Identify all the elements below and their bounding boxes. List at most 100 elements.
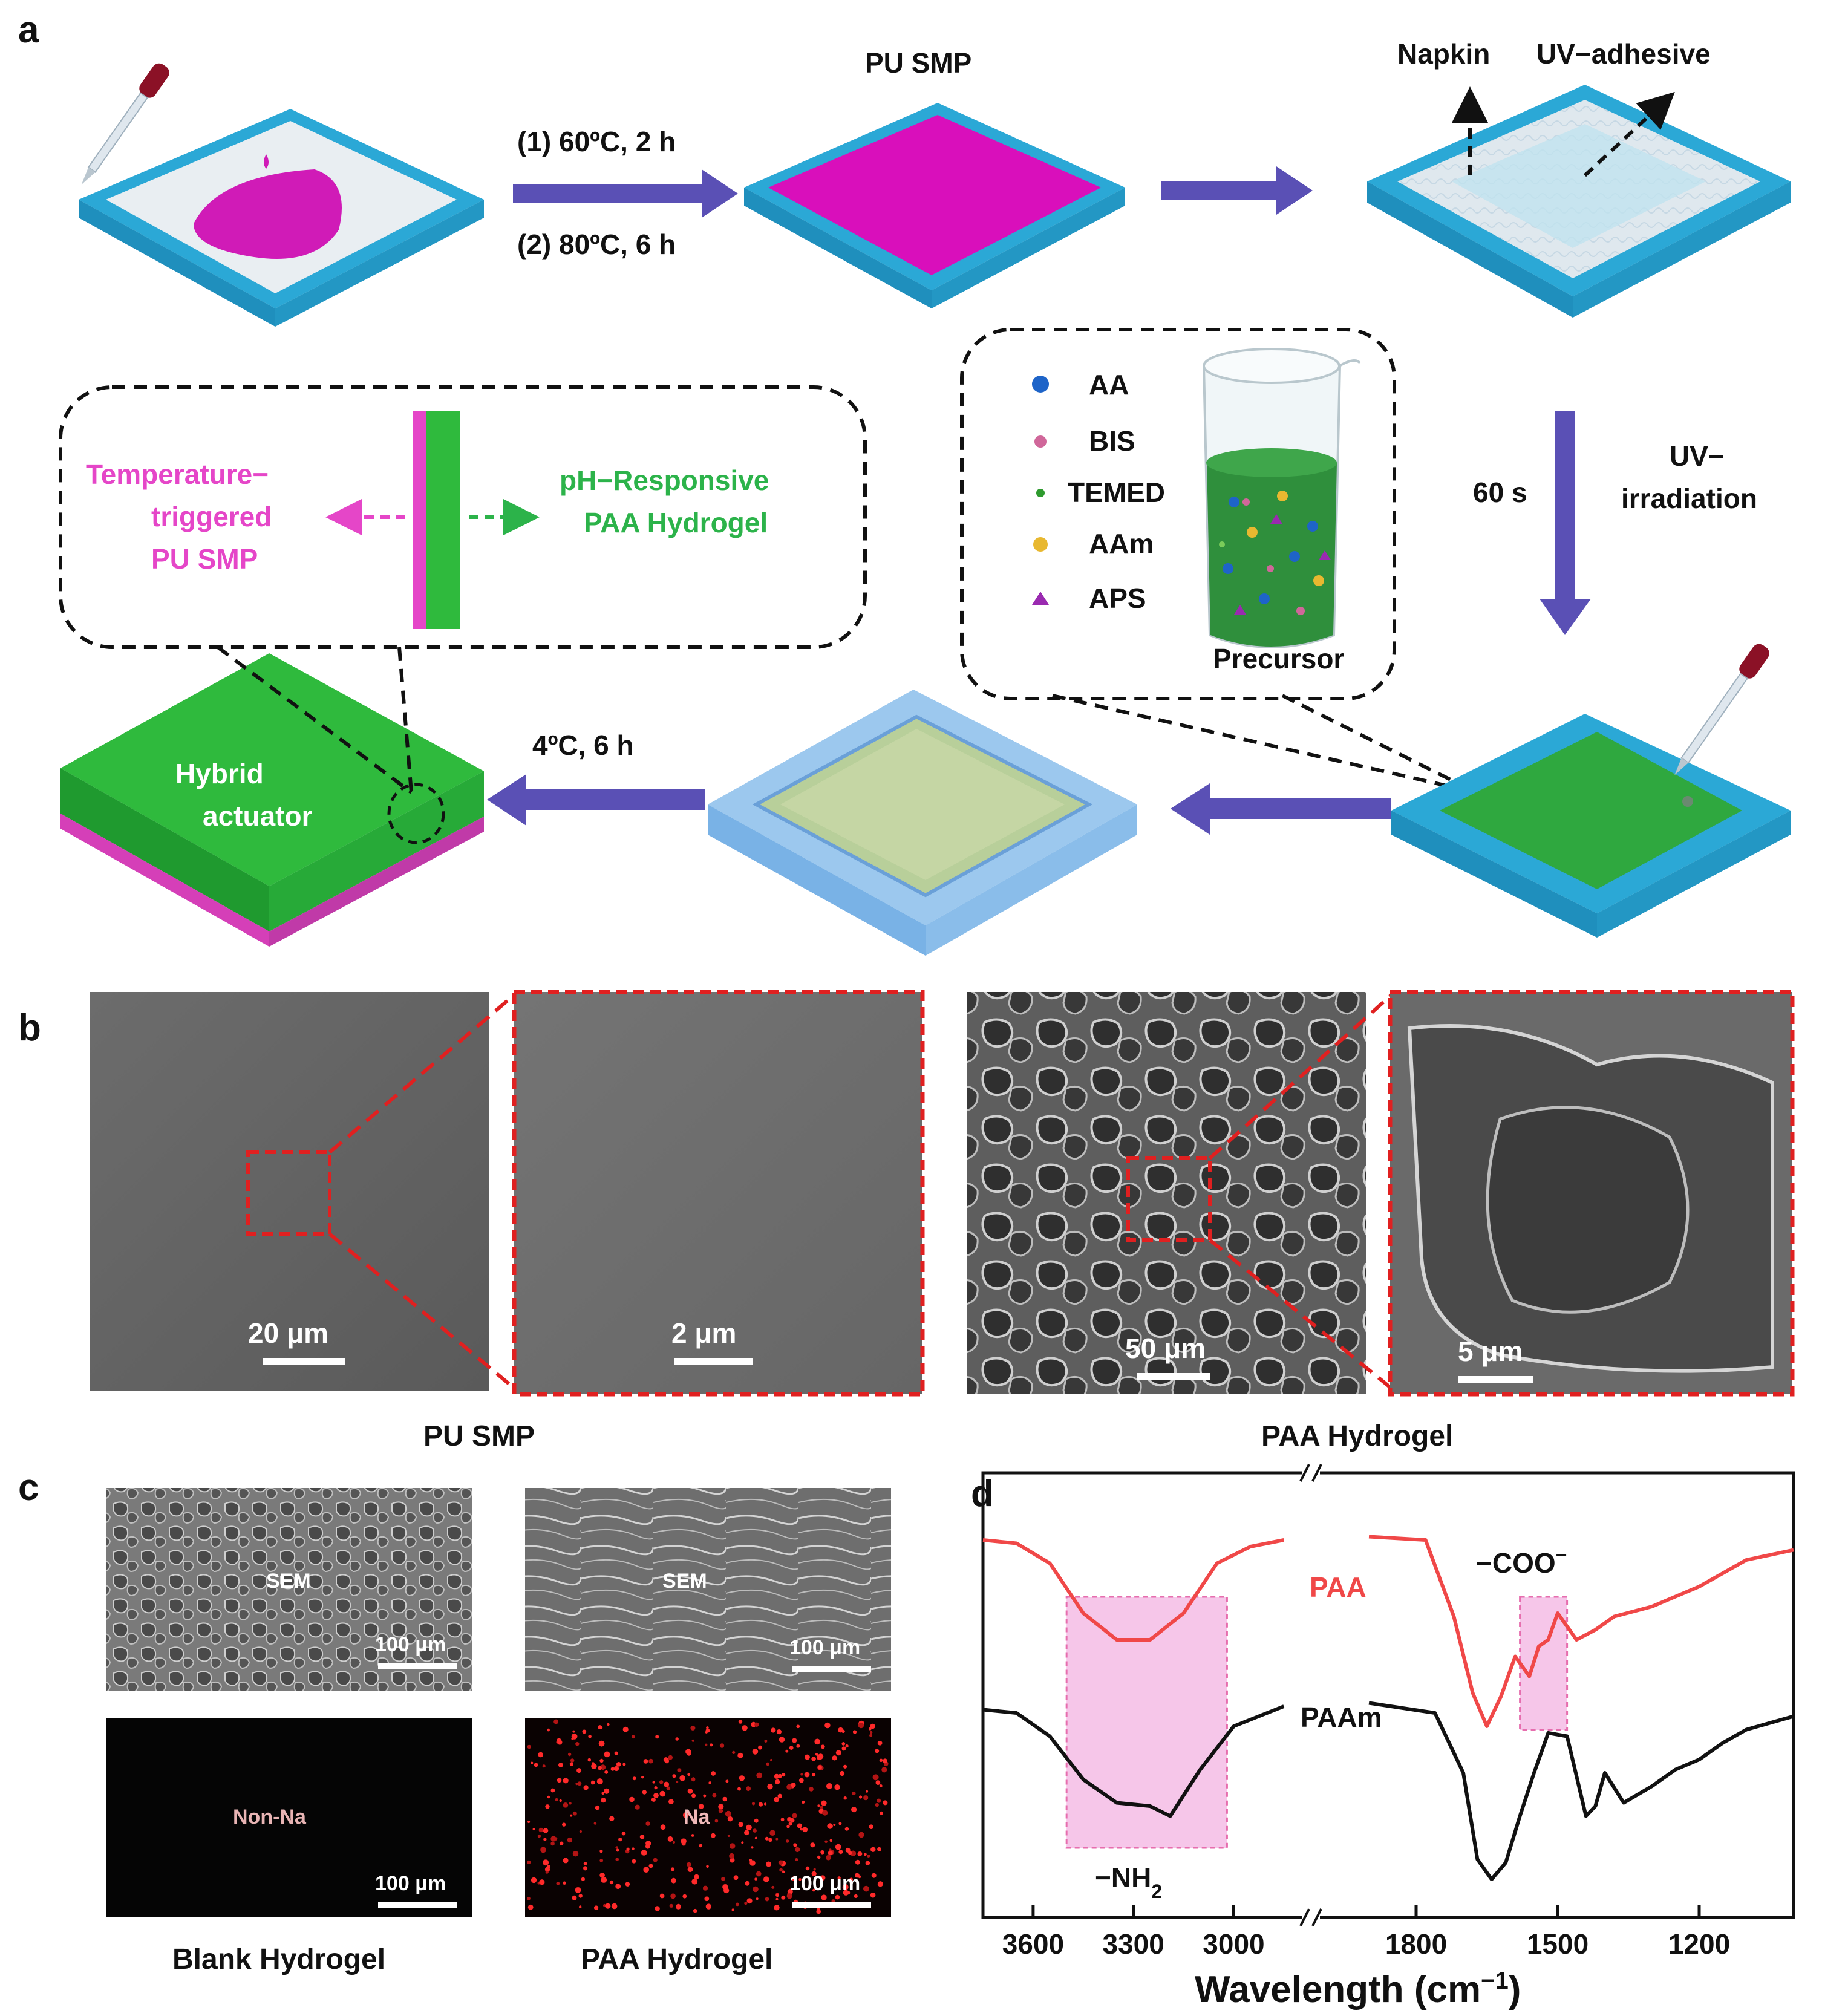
na-dot [841,1742,846,1746]
precursor-mold [1391,644,1791,938]
na-dot [777,1793,783,1799]
na-dot [749,1859,753,1862]
na-dot [765,1897,769,1902]
zoom-line-b3 [1208,993,1393,1160]
caption-paa-hydrogel-c: PAA Hydrogel [581,1943,772,1975]
na-dot [710,1743,713,1747]
na-dot [670,1867,675,1871]
na-dot [596,1778,603,1785]
na-dot [722,1796,727,1802]
na-dot [727,1835,730,1837]
na-dot [669,1903,673,1908]
x-tick-label-1800: 1800 [1385,1928,1447,1960]
na-dot [736,1902,739,1907]
na-dot [595,1805,600,1810]
na-dot [817,1855,821,1859]
na-dot [654,1786,658,1790]
na-dot [537,1834,541,1838]
na-dot [875,1802,879,1807]
caption-pu-smp: PU SMP [423,1420,535,1452]
na-dot [775,1897,779,1900]
na-dot [821,1800,827,1806]
scale-2um: 2 μm [671,1317,736,1349]
na-dot [576,1768,582,1773]
na-dot [672,1841,676,1844]
na-dot [746,1824,752,1831]
na-dot [714,1819,719,1823]
aa-dot [1032,376,1049,393]
na-dot [822,1810,828,1816]
na-dot [729,1853,735,1859]
na-dot [691,1793,696,1798]
scale-100um-4: 100 μm [789,1872,860,1895]
na-dot [727,1816,733,1822]
na-dot [705,1743,708,1746]
na-dot [652,1781,655,1784]
na-dot [569,1802,572,1805]
na-dot [708,1781,712,1784]
na-dot [758,1802,763,1807]
na-dot [575,1742,580,1746]
na-dot [670,1893,676,1899]
na-dot [610,1767,615,1771]
temp-label-1: Temperature− [86,458,269,490]
pu-puddle [194,169,342,259]
na-dot [675,1903,681,1910]
na-dot [641,1776,644,1779]
na-dot [813,1868,816,1871]
series-line-paam-2 [1368,1701,1794,1881]
na-dot [877,1740,883,1746]
na-dot [655,1735,659,1739]
na-dot [817,1765,822,1770]
na-dot [826,1855,831,1861]
na-dot [852,1791,856,1796]
na-dot [667,1836,673,1842]
na-dot [809,1787,814,1792]
na-dot [834,1784,840,1790]
uv-adhesive-label: UV−adhesive [1536,38,1711,70]
uv-label-1: UV− [1670,440,1725,472]
na-dot [751,1846,754,1849]
na-dot [711,1771,716,1776]
x-tick-label-1500: 1500 [1527,1928,1589,1960]
step-label-heating-1: (1) 60ºC, 2 h [517,126,676,157]
na-dot [877,1847,881,1851]
na-dot [583,1785,589,1790]
na-dot [718,1804,724,1810]
na-dot [698,1804,704,1809]
legend-aps: APS [1089,582,1146,614]
na-dot [746,1898,753,1904]
na-dot [538,1827,544,1833]
scale-100um-2: 100 μm [789,1636,860,1659]
na-dot [567,1837,573,1843]
na-dot [567,1752,572,1757]
na-dot [527,1904,534,1910]
na-dot [878,1882,881,1886]
na-dot [671,1877,676,1884]
na-dot [855,1873,860,1878]
na-dot [766,1861,772,1867]
sem-pu-low: 20 μm [90,992,489,1391]
na-dot [775,1838,779,1841]
na-dot [782,1773,786,1777]
na-dot [835,1750,841,1756]
na-dot [675,1737,679,1741]
na-dot [744,1902,748,1905]
na-dot [769,1830,775,1836]
na-dot [643,1759,648,1764]
ph-label-1: pH−Responsive [560,465,769,496]
na-dot [859,1795,863,1799]
na-dot [613,1766,619,1772]
na-dot [774,1905,780,1911]
aps-triangle [1032,592,1049,605]
scale-20um: 20 μm [248,1317,328,1349]
na-dot [614,1751,618,1755]
na-dot [572,1811,577,1816]
na-dot [817,1804,820,1807]
na-dot [827,1823,833,1829]
na-dot [798,1778,804,1783]
na-dot [550,1841,555,1846]
na-dot [795,1847,800,1853]
na-dot [766,1762,769,1766]
highlight-band-2 [1519,1596,1569,1731]
